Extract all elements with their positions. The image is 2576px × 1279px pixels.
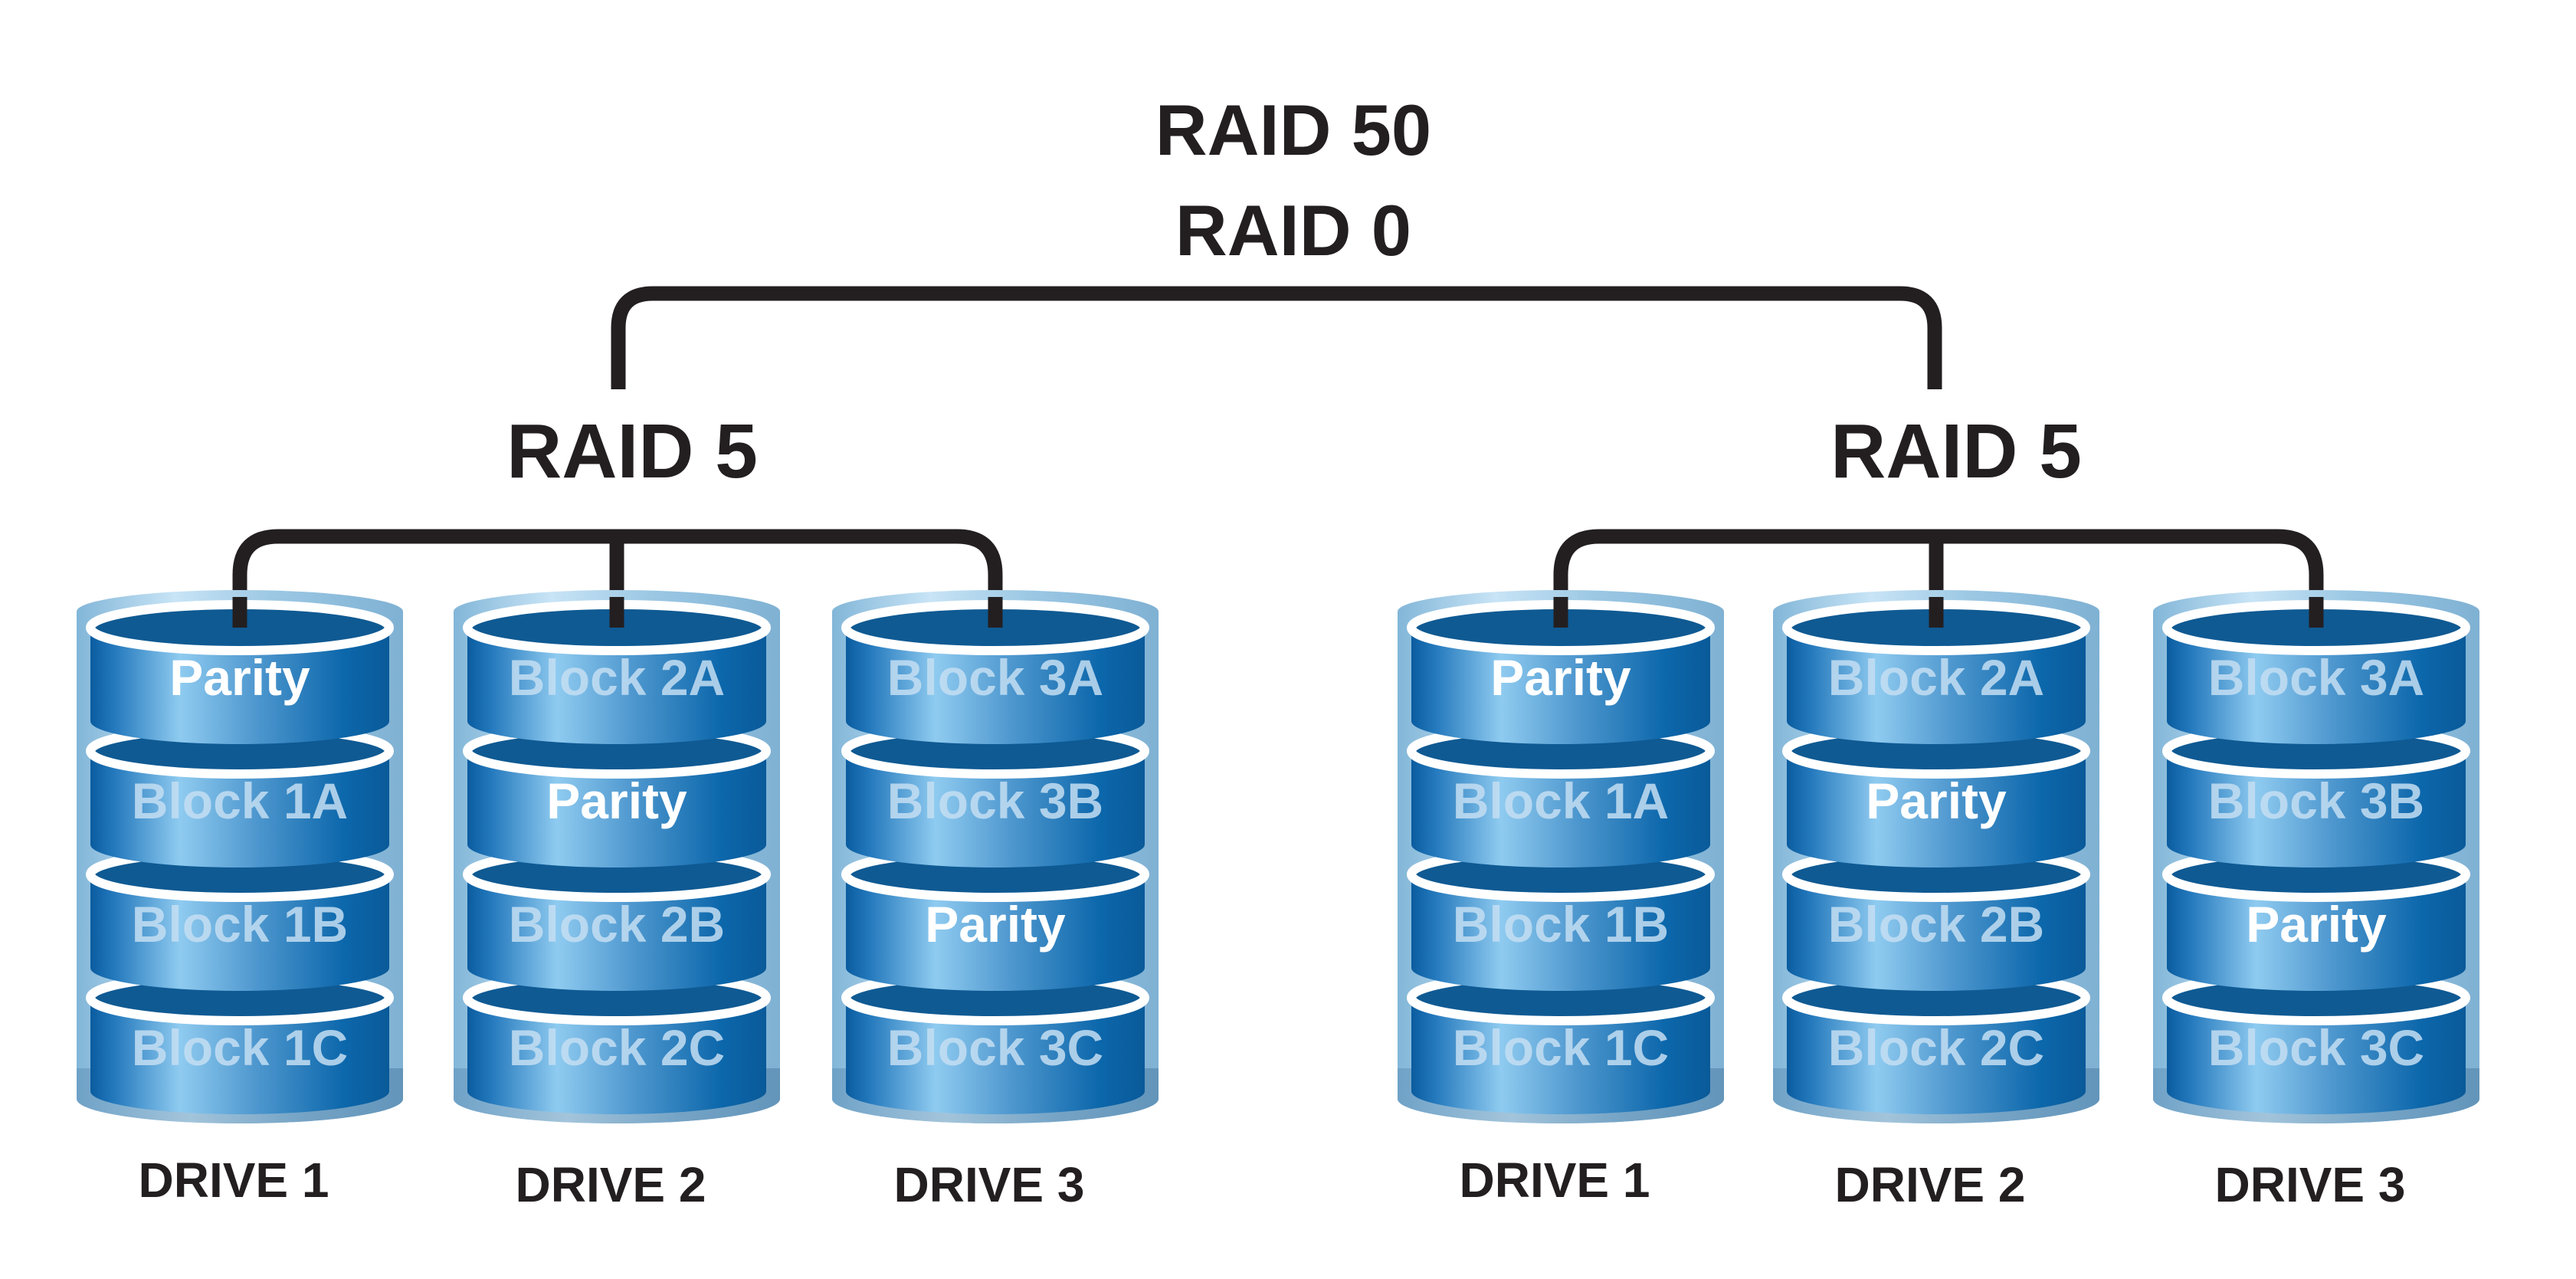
disk-body <box>1787 874 2086 991</box>
drive-label: DRIVE 3 <box>2215 1157 2406 1212</box>
disk-platter: Block 3B <box>841 723 1149 867</box>
block-label: Block 1C <box>1453 1019 1669 1076</box>
block-label: Block 3A <box>887 649 1103 706</box>
disk-body <box>467 998 766 1114</box>
disk-platter: Block 2B <box>1782 847 2090 991</box>
disk-platter: Parity <box>1782 723 2090 867</box>
parity-label: Parity <box>546 772 687 829</box>
drive: Block 2C Block 2B Parity Block 2A DRIVE 2 <box>1773 590 2099 1212</box>
disk-body <box>846 628 1145 744</box>
parity-label: Parity <box>2246 896 2387 953</box>
disk-body <box>1787 628 2086 744</box>
block-label: Block 2C <box>1828 1019 2044 1076</box>
disk-body <box>90 628 389 744</box>
block-label: Block 2B <box>1828 896 2044 953</box>
disk-platter: Block 2A <box>1782 600 2090 744</box>
disk-body <box>846 751 1145 867</box>
disk-platter: Block 1A <box>86 723 394 867</box>
disk-body <box>2167 874 2466 991</box>
disk-body <box>1411 998 1710 1114</box>
disk-body <box>90 998 389 1114</box>
disk-platter: Block 3C <box>2162 970 2470 1114</box>
disk-body <box>90 751 389 867</box>
block-label: Block 3C <box>2208 1019 2424 1076</box>
block-label: Block 2C <box>509 1019 725 1076</box>
disk-body <box>1787 998 2086 1114</box>
disk-body <box>467 628 766 744</box>
block-label: Block 3C <box>887 1019 1103 1076</box>
disk-platter: Block 2C <box>1782 970 2090 1114</box>
disk-body <box>1411 751 1710 867</box>
disk-platter: Block 2A <box>463 600 771 744</box>
raid0-title: RAID 0 <box>1175 190 1411 271</box>
raid0-connector <box>611 286 1942 389</box>
block-label: Block 3B <box>887 772 1103 829</box>
disk-platter: Block 1B <box>86 847 394 991</box>
disk-body <box>1787 751 2086 867</box>
drive: Block 2C Block 2B Parity Block 2A DRIVE 2 <box>454 590 780 1212</box>
raid5-right-label: RAID 5 <box>1830 408 2082 494</box>
disk-body <box>467 751 766 867</box>
drive-label: DRIVE 1 <box>1460 1153 1650 1208</box>
parity-label: Parity <box>1866 772 2007 829</box>
block-label: Block 3B <box>2208 772 2424 829</box>
block-label: Block 3A <box>2208 649 2424 706</box>
disk-body <box>90 874 389 991</box>
parity-label: Parity <box>169 649 310 706</box>
block-label: Block 1C <box>132 1019 348 1076</box>
disk-platter: Block 2B <box>463 847 771 991</box>
disk-platter: Parity <box>841 847 1149 991</box>
disk-body <box>1411 874 1710 991</box>
drive: Block 3C Parity Block 3B Block 3A DRIVE 3 <box>2153 590 2479 1212</box>
disk-platter: Block 1B <box>1407 847 1715 991</box>
disk-body <box>1411 628 1710 744</box>
block-label: Block 1B <box>132 896 348 953</box>
disk-body <box>467 874 766 991</box>
block-label: Block 1A <box>1453 772 1669 829</box>
parity-label: Parity <box>1490 649 1631 706</box>
drive-label: DRIVE 2 <box>1835 1157 2026 1212</box>
disk-platter: Block 1C <box>86 970 394 1114</box>
disk-body <box>2167 628 2466 744</box>
block-label: Block 1B <box>1453 896 1669 953</box>
raid5-left-label: RAID 5 <box>506 408 758 494</box>
raid50-title: RAID 50 <box>1155 90 1431 170</box>
drive-label: DRIVE 3 <box>894 1157 1085 1212</box>
parity-label: Parity <box>925 896 1066 953</box>
disk-body <box>2167 751 2466 867</box>
block-label: Block 2A <box>509 649 725 706</box>
disk-platter: Block 1A <box>1407 723 1715 867</box>
block-label: Block 2B <box>509 896 725 953</box>
block-label: Block 1A <box>132 772 348 829</box>
disk-platter: Block 3C <box>841 970 1149 1114</box>
disk-body <box>846 998 1145 1114</box>
drive-label: DRIVE 2 <box>516 1157 706 1212</box>
disk-platter: Block 2C <box>463 970 771 1114</box>
drive-label: DRIVE 1 <box>139 1153 329 1208</box>
disk-body <box>2167 998 2466 1114</box>
disk-platter: Parity <box>2162 847 2470 991</box>
disk-platter: Block 1C <box>1407 970 1715 1114</box>
disk-platter: Block 3B <box>2162 723 2470 867</box>
disk-body <box>846 874 1145 991</box>
disk-platter: Parity <box>463 723 771 867</box>
drive: Block 3C Parity Block 3B Block 3A DRIVE 3 <box>832 590 1159 1212</box>
block-label: Block 2A <box>1828 649 2044 706</box>
